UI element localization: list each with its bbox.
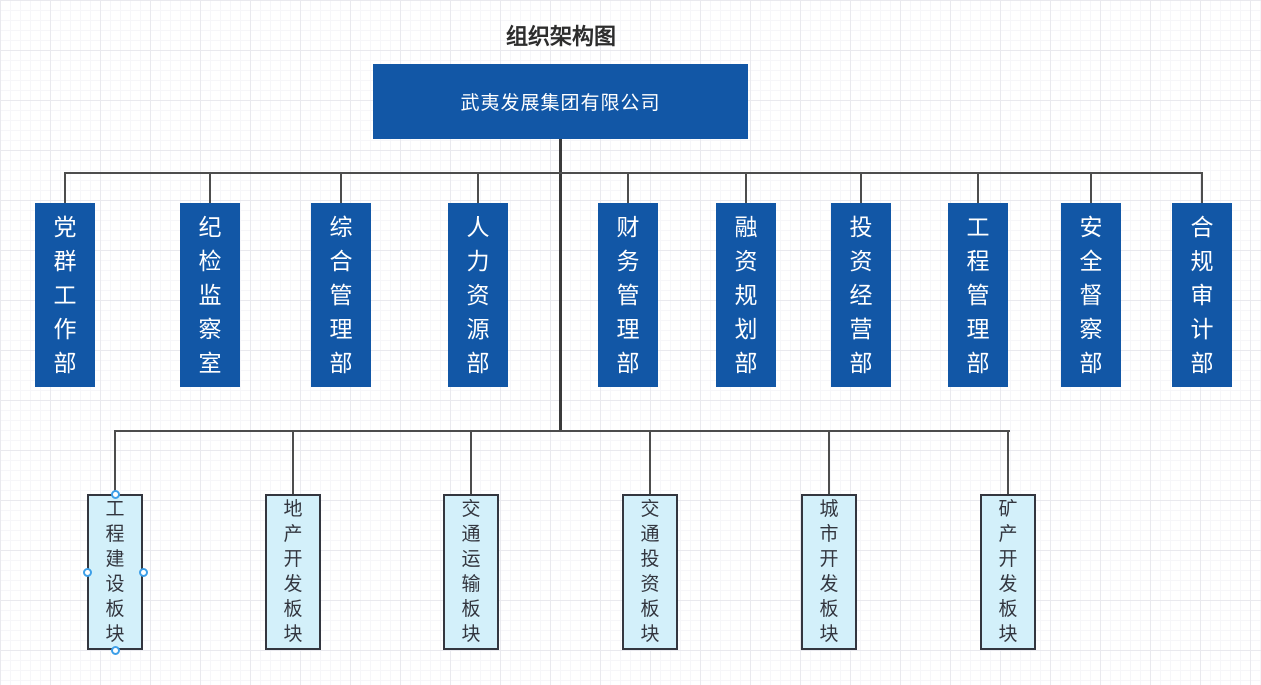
unit-node-5[interactable]: 城 市 开 发 板 块 — [801, 494, 857, 650]
dept-stub-2[interactable] — [209, 172, 211, 204]
unit-stub-3[interactable] — [470, 430, 472, 494]
dept-stub-9[interactable] — [1090, 172, 1092, 204]
unit-stub-2[interactable] — [292, 430, 294, 494]
unit-stub-1[interactable] — [114, 430, 116, 494]
unit-node-1[interactable]: 工 程 建 设 板 块 — [87, 494, 143, 650]
unit-node-2[interactable]: 地 产 开 发 板 块 — [265, 494, 321, 650]
level2-rail-connector[interactable] — [114, 430, 1010, 432]
unit-node-3[interactable]: 交 通 运 输 板 块 — [443, 494, 499, 650]
dept-stub-10[interactable] — [1201, 172, 1203, 204]
selection-handle-top[interactable] — [111, 490, 120, 499]
dept-node-9[interactable]: 安 全 督 察 部 — [1061, 203, 1121, 387]
dept-node-6[interactable]: 融 资 规 划 部 — [716, 203, 776, 387]
dept-node-2[interactable]: 纪 检 监 察 室 — [180, 203, 240, 387]
dept-stub-6[interactable] — [745, 172, 747, 204]
dept-stub-4[interactable] — [477, 172, 479, 204]
diagram-title[interactable]: 组织架构图 — [505, 24, 617, 49]
unit-node-6[interactable]: 矿 产 开 发 板 块 — [980, 494, 1036, 650]
unit-node-4[interactable]: 交 通 投 资 板 块 — [622, 494, 678, 650]
dept-node-1[interactable]: 党 群 工 作 部 — [35, 203, 95, 387]
root-node-company[interactable]: 武夷发展集团有限公司 — [373, 64, 748, 139]
dept-node-5[interactable]: 财 务 管 理 部 — [598, 203, 658, 387]
selection-handle-bottom[interactable] — [111, 646, 120, 655]
selection-handle-right[interactable] — [139, 568, 148, 577]
dept-stub-5[interactable] — [627, 172, 629, 204]
dept-stub-7[interactable] — [860, 172, 862, 204]
unit-stub-6[interactable] — [1007, 430, 1009, 494]
selection-handle-left[interactable] — [83, 568, 92, 577]
level1-rail-connector[interactable] — [64, 172, 1203, 174]
dept-stub-3[interactable] — [340, 172, 342, 204]
trunk-connector[interactable] — [559, 139, 562, 431]
dept-node-7[interactable]: 投 资 经 营 部 — [831, 203, 891, 387]
unit-stub-5[interactable] — [828, 430, 830, 494]
dept-stub-1[interactable] — [64, 172, 66, 204]
dept-stub-8[interactable] — [977, 172, 979, 204]
unit-stub-4[interactable] — [649, 430, 651, 494]
dept-node-4[interactable]: 人 力 资 源 部 — [448, 203, 508, 387]
dept-node-8[interactable]: 工 程 管 理 部 — [948, 203, 1008, 387]
dept-node-3[interactable]: 综 合 管 理 部 — [311, 203, 371, 387]
dept-node-10[interactable]: 合 规 审 计 部 — [1172, 203, 1232, 387]
